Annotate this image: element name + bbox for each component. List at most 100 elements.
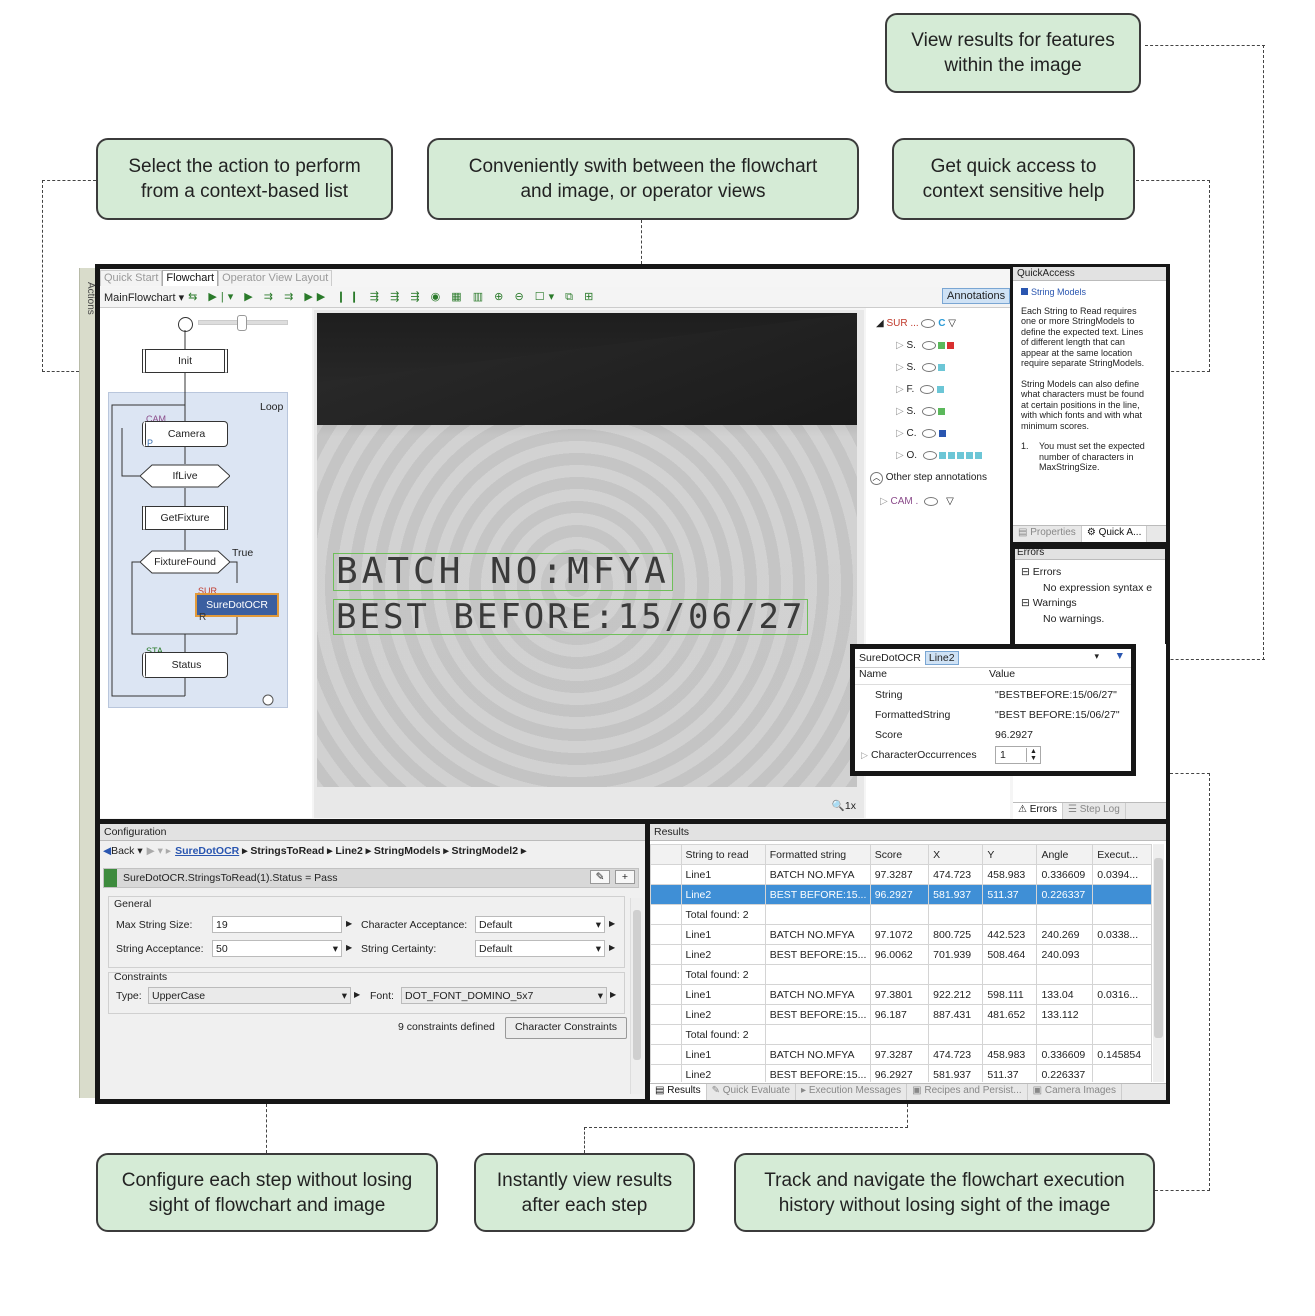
row-selector[interactable] [650, 904, 682, 925]
row-selector[interactable] [650, 1064, 682, 1082]
font-select[interactable]: DOT_FONT_DOMINO_5x7▾ [401, 987, 607, 1004]
column-header[interactable]: Y [982, 844, 1038, 865]
character-constraints-button[interactable]: Character Constraints [505, 1017, 627, 1039]
char-acceptance-select[interactable]: Default▾ [475, 916, 605, 933]
column-header[interactable]: Angle [1036, 844, 1094, 865]
arrow-icon[interactable]: ▶ [609, 919, 616, 928]
popup-tab-suredotocr[interactable]: SureDotOCR [859, 652, 921, 664]
row-selector[interactable] [650, 884, 682, 905]
add-button[interactable]: + [615, 870, 635, 884]
tab-step-log[interactable]: ☰ Step Log [1063, 803, 1126, 819]
tab-operator-view-layout[interactable]: Operator View Layout [218, 270, 333, 286]
annotation-cam-item[interactable]: ▷ CAM . ▽ [880, 496, 954, 507]
node-init[interactable]: Init [142, 349, 228, 373]
node-suredotocr[interactable]: SureDotOCR [195, 593, 279, 617]
back-button[interactable]: ◀Back ▾ [103, 845, 143, 857]
eye-icon[interactable] [921, 362, 936, 372]
warnings-child[interactable]: No warnings. [1021, 612, 1152, 628]
arrow-icon[interactable]: ▶ [610, 990, 617, 999]
eye-icon[interactable] [922, 450, 937, 460]
forward-icon[interactable]: ▶ ▾ ▸ [146, 845, 172, 857]
tab-properties[interactable]: ▤ Properties [1013, 526, 1082, 542]
row-selector[interactable] [650, 924, 682, 945]
arrow-icon[interactable]: ▶ [346, 919, 353, 928]
max-string-size-input[interactable]: 19 [212, 916, 342, 933]
image-viewer[interactable]: BATCH NO:MFYA BEST BEFORE:15/06/27 🔍1x [314, 310, 864, 818]
eye-icon[interactable] [923, 496, 938, 506]
row-selector[interactable] [650, 1004, 682, 1025]
tab-flowchart[interactable]: Flowchart [162, 270, 219, 286]
flowchart-select[interactable]: MainFlowchart ▾ [104, 291, 185, 304]
node-getfixture[interactable]: GetFixture [142, 506, 228, 530]
tab-errors[interactable]: ⚠ Errors [1013, 803, 1063, 819]
column-header[interactable]: Formatted string [764, 844, 871, 865]
breadcrumb-item[interactable]: StringsToRead [250, 845, 325, 857]
node-iflive[interactable]: IfLive [140, 464, 230, 488]
start-circle[interactable] [178, 317, 193, 332]
tab-quick-access[interactable]: ⚙ Quick A... [1081, 526, 1148, 542]
column-header[interactable]: X [928, 844, 984, 865]
row-selector[interactable] [650, 1024, 682, 1045]
flowchart-canvas[interactable]: Init Loop CAM Camera P IfLive GetFixture… [100, 308, 312, 818]
annotation-row[interactable]: ▷ S. [896, 406, 947, 417]
annotation-row[interactable]: ▷ S. [896, 362, 947, 373]
popup-stepper[interactable]: 1▲▼ [995, 746, 1041, 764]
other-step-annotations[interactable]: ︿ Other step annotations [870, 472, 987, 485]
popup-tab-line2[interactable]: Line2 [924, 651, 959, 665]
table-row[interactable]: Total found: 2 [650, 964, 1152, 985]
arrow-icon[interactable]: ▶ [609, 943, 616, 952]
filter-icon[interactable]: ▼ [1114, 650, 1125, 662]
arrow-icon[interactable]: ▶ [354, 990, 361, 999]
expand-icon[interactable]: ▷ [861, 749, 868, 760]
annotation-row[interactable]: ▷ C. [896, 428, 948, 439]
node-fixturefound[interactable]: FixtureFound [140, 550, 230, 574]
table-row[interactable]: Total found: 2 [650, 1024, 1152, 1045]
breadcrumb-item[interactable]: StringModels [373, 845, 441, 857]
row-selector[interactable] [650, 984, 682, 1005]
refresh-icon[interactable]: C [938, 318, 946, 329]
breadcrumb-item[interactable]: StringModel2 [451, 845, 519, 857]
eye-icon[interactable] [921, 318, 936, 328]
breadcrumb-item[interactable]: SureDotOCR [175, 845, 240, 857]
annotation-row[interactable]: ▷ O. [896, 450, 984, 461]
tab-quick-evaluate[interactable]: ✎ Quick Evaluate [707, 1084, 797, 1100]
annotation-row[interactable]: ▷ F. [896, 384, 946, 395]
annotations-button[interactable]: Annotations [942, 288, 1011, 304]
zoom-indicator[interactable]: 🔍1x [831, 800, 856, 812]
tab-quick-start[interactable]: Quick Start [100, 270, 163, 286]
row-selector[interactable] [650, 944, 682, 965]
tab-recipes[interactable]: ▣ Recipes and Persist... [907, 1084, 1028, 1100]
image-canvas[interactable]: BATCH NO:MFYA BEST BEFORE:15/06/27 [317, 313, 857, 787]
table-row[interactable]: Total found: 2 [650, 904, 1152, 925]
breadcrumb-item[interactable]: Line2 [335, 845, 363, 857]
eye-icon[interactable] [921, 406, 936, 416]
eye-icon[interactable] [919, 384, 934, 394]
popup-row[interactable]: String"BESTBEFORE:15/06/27" [855, 685, 1131, 705]
annotation-top-item[interactable]: ◢ SUR ... C ▽ [876, 318, 956, 329]
tab-camera-images[interactable]: ▣ Camera Images [1028, 1084, 1122, 1100]
row-selector[interactable] [650, 964, 682, 985]
tab-results[interactable]: ▤ Results [650, 1084, 707, 1100]
config-scrollbar[interactable] [630, 898, 643, 1094]
popup-row[interactable]: FormattedString"BEST BEFORE:15/06/27" [855, 705, 1131, 725]
row-selector[interactable] [650, 1044, 682, 1065]
collapse-icon[interactable]: ︿ [870, 472, 883, 485]
node-status[interactable]: Status [142, 652, 228, 678]
actions-sidebar[interactable]: Actions [79, 268, 96, 1098]
string-acceptance-input[interactable]: 50▾ [212, 940, 342, 957]
eye-icon[interactable] [922, 428, 937, 438]
column-header[interactable]: String to read [680, 844, 766, 865]
arrow-icon[interactable]: ▶ [346, 943, 353, 952]
toolbar-icons[interactable]: ⇆ ▶|▾ ▶ ⇉ ⇉ ▶▶ ❙❙ ⇶ ⇶ ⇶ ◉ ▦ ▥ ⊕ ⊖ ☐▾ ⧉ ⊞ [188, 291, 598, 303]
stepper-arrows-icon[interactable]: ▲▼ [1026, 748, 1040, 762]
annotation-row[interactable]: ▷ S. [896, 340, 956, 351]
column-header[interactable]: Execut... [1092, 844, 1152, 865]
help-heading[interactable]: String Models [1021, 287, 1151, 298]
